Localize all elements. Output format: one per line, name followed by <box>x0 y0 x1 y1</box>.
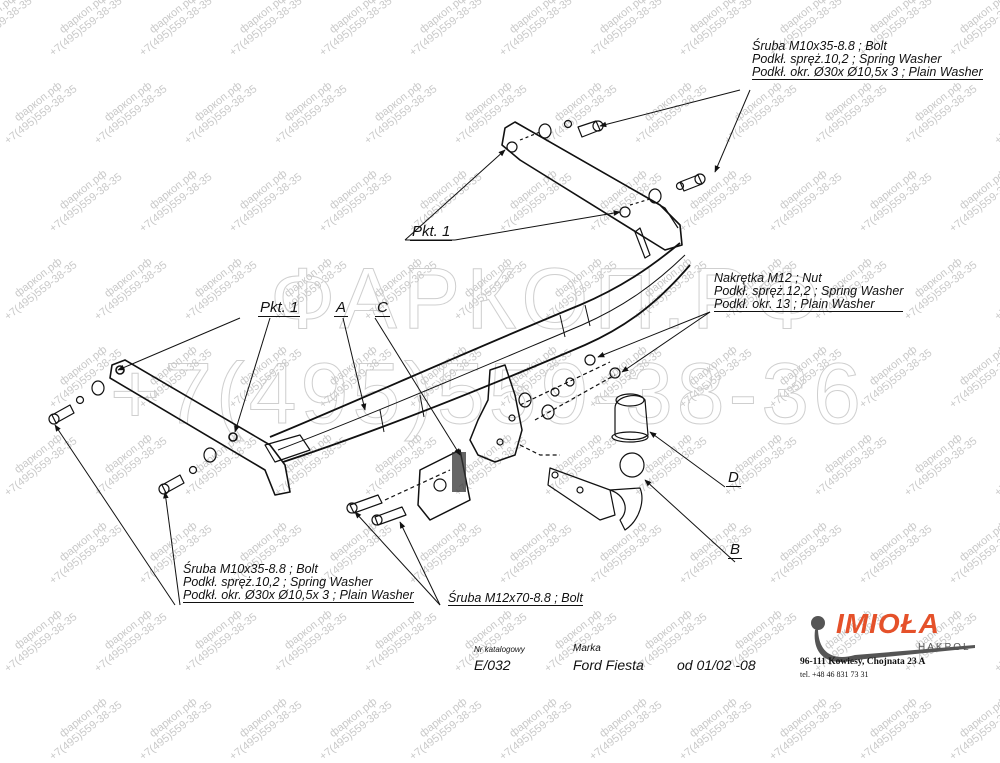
callout-line: Podkł. okr. Ø30x Ø10,5x 3 ; Plain Washer <box>183 588 414 603</box>
m12-bolts <box>346 469 451 526</box>
callout-line: Nakrętka M12 ; Nut <box>714 271 822 285</box>
left-fasteners <box>48 380 217 495</box>
catalog-number-value: E/032 <box>474 657 511 673</box>
right-mounting-bracket <box>501 121 683 259</box>
label-part-d: D <box>726 469 741 487</box>
callout-line: Śruba M10x35-8.8 ; Bolt <box>183 562 318 576</box>
company-address: 96-111 Kowiesy, Chojnata 23 A <box>800 657 926 667</box>
model-years: od 01/02 -08 <box>677 657 756 673</box>
brand-logo-graphic <box>811 616 975 662</box>
callout-line: Podkł. spręż.10,2 ; Spring Washer <box>183 575 373 589</box>
main-crossbar <box>269 242 691 463</box>
make-value: Ford Fiesta <box>573 657 644 673</box>
label-part-c: C <box>375 299 390 317</box>
towbar-assembly-drawing <box>48 89 975 662</box>
callout-line: Podkł. okr. 13 ; Plain Washer <box>714 298 904 312</box>
callout-line: Podkł. okr. Ø30x Ø10,5x 3 ; Plain Washer <box>752 65 983 80</box>
callout-line: Podkł. spręż.12,2 ; Spring Washer <box>714 284 904 298</box>
make-label: Marka <box>573 643 601 654</box>
center-nuts-washers <box>518 354 621 421</box>
label-pkt1-left: Pkt. 1 <box>258 299 301 317</box>
center-mount-plate <box>469 364 523 463</box>
brand-name: IMIOŁA <box>836 608 940 639</box>
left-mounting-arm <box>109 359 311 496</box>
callout-bottom-left-fasteners: Śruba M10x35-8.8 ; Bolt Podkł. spręż.10,… <box>183 563 414 603</box>
callout-line: Śruba M10x35-8.8 ; Bolt <box>752 39 887 53</box>
callout-line: Śruba M12x70-8.8 ; Bolt <box>448 591 583 606</box>
company-phone: tel. +48 46 831 73 31 <box>800 670 869 679</box>
label-part-b: B <box>728 541 743 559</box>
catalog-number-label: Nr katalogowy <box>474 645 525 654</box>
socket-plate <box>417 449 471 521</box>
callout-top-right-fasteners: Śruba M10x35-8.8 ; Bolt Podkł. spręż.10,… <box>752 40 983 80</box>
brand-subtitle: HAKPOL <box>918 642 971 653</box>
label-part-a: A <box>334 299 349 317</box>
leader-lines <box>54 89 751 606</box>
tow-ball-mount <box>519 444 645 531</box>
callout-middle-right-nuts: Nakrętka M12 ; Nut Podkł. spręż.12,2 ; S… <box>714 271 904 312</box>
callout-line: Podkł. spręż.10,2 ; Spring Washer <box>752 52 942 66</box>
top-fasteners <box>519 119 706 206</box>
callout-bottom-center-bolt: Śruba M12x70-8.8 ; Bolt <box>448 592 583 606</box>
ball-cover-cap <box>611 393 649 443</box>
label-pkt1-top: Pkt. 1 <box>410 223 453 241</box>
